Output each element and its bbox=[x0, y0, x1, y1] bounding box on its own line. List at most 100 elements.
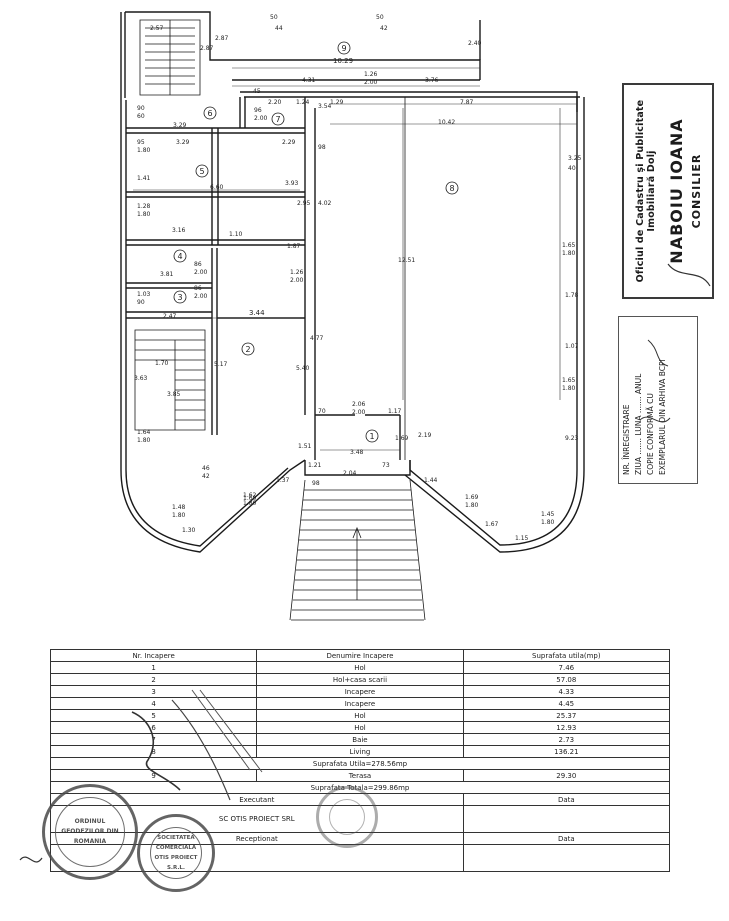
dim-label: 4.02 bbox=[318, 200, 332, 207]
dim-label: 6.60 bbox=[210, 184, 224, 191]
room-marker-8: 8 bbox=[445, 181, 459, 195]
dim-label: 1.70 bbox=[155, 360, 169, 367]
dim-label: 3.54 bbox=[318, 103, 332, 110]
opening-label: 1.80 bbox=[137, 147, 151, 154]
opening-label: 44 bbox=[275, 25, 283, 32]
dim-label: 2.19 bbox=[418, 432, 432, 439]
dim-label: 4.77 bbox=[310, 335, 324, 342]
dim-label: 3.76 bbox=[425, 77, 439, 84]
svg-text:4: 4 bbox=[177, 252, 182, 261]
opening-label: 1.80 bbox=[172, 512, 186, 519]
dim-label: 1.10 bbox=[229, 231, 243, 238]
opening-label: 42 bbox=[380, 25, 388, 32]
room-marker-4: 4 bbox=[173, 249, 187, 263]
room-marker-1: 1 bbox=[365, 429, 379, 443]
opening-label: 50 bbox=[270, 14, 278, 21]
svg-text:9: 9 bbox=[341, 44, 346, 53]
faded-seal-ring bbox=[329, 799, 365, 835]
opening-label: 86 bbox=[194, 285, 202, 292]
dim-label: 1.24 bbox=[296, 99, 310, 106]
room-marker-2: 2 bbox=[241, 342, 255, 356]
dim-label: 73 bbox=[382, 462, 390, 469]
dim-label: 1.41 bbox=[137, 175, 151, 182]
surveyor-seal-text: ORDINUL GEODEZILOR DIN ROMANIA bbox=[61, 818, 119, 845]
opening-label: 2.00 bbox=[364, 79, 378, 86]
dimension-labels: 2.57 2.87 2.87 10.29 2.40 4.31 3.76 7.87… bbox=[134, 25, 582, 542]
svg-text:8: 8 bbox=[449, 184, 454, 193]
plan-walls bbox=[120, 11, 585, 621]
faded-seal bbox=[316, 786, 378, 848]
dim-label: 1.07 bbox=[565, 343, 579, 350]
opening-label: 1.80 bbox=[137, 211, 151, 218]
opening-label: 46 bbox=[202, 465, 210, 472]
dim-label: 2.87 bbox=[200, 45, 214, 52]
dim-label: 3.44 bbox=[249, 309, 265, 317]
opening-label: 1.80 bbox=[562, 385, 576, 392]
dim-label: 10.29 bbox=[333, 57, 353, 65]
opening-label: 1.64 bbox=[137, 429, 151, 436]
dim-label: 4.31 bbox=[302, 77, 316, 84]
opening-label: 60 bbox=[137, 113, 145, 120]
dim-label: 1.15 bbox=[515, 535, 529, 542]
dim-label: 1.30 bbox=[182, 527, 196, 534]
dim-label: 2.29 bbox=[282, 139, 296, 146]
opening-label: 42 bbox=[202, 473, 210, 480]
dim-label: 3.85 bbox=[167, 391, 181, 398]
dim-label: 40 bbox=[568, 165, 576, 172]
room-marker-6: 6 bbox=[203, 106, 217, 120]
svg-text:2: 2 bbox=[245, 345, 250, 354]
cadastre-stamp: Oficiul de Cadastru şi Publicitate Imobi… bbox=[622, 83, 714, 299]
opening-label: 1.48 bbox=[172, 504, 186, 511]
table-row: 9 Terasa 29.30 bbox=[49, 769, 671, 782]
opening-label: 1.62 bbox=[243, 492, 257, 499]
opening-label: 90 bbox=[137, 299, 145, 306]
opening-label: 1.80 bbox=[541, 519, 555, 526]
opening-label: 2.00 bbox=[290, 277, 304, 284]
svg-text:6: 6 bbox=[207, 109, 212, 118]
dim-label: 3.16 bbox=[172, 227, 186, 234]
dim-label: 3.29 bbox=[173, 122, 187, 129]
dim-label: 2.87 bbox=[215, 35, 229, 42]
dim-label: 1.17 bbox=[388, 408, 402, 415]
opening-label: 1.69 bbox=[465, 494, 479, 501]
svg-text:5: 5 bbox=[199, 167, 204, 176]
company-seal: SOCIETATEA COMERCIALA OTIS PROIECT S.R.L… bbox=[137, 814, 215, 892]
opening-label: 1.28 bbox=[137, 203, 151, 210]
dim-label: 5.17 bbox=[214, 361, 228, 368]
opening-label: 1.65 bbox=[562, 377, 576, 384]
opening-label: 1.80 bbox=[243, 500, 257, 507]
opening-label: 2.06 bbox=[352, 401, 366, 408]
room-marker-5: 5 bbox=[195, 164, 209, 178]
company-seal-text: SOCIETATEA COMERCIALA OTIS PROIECT S.R.L… bbox=[154, 835, 198, 871]
svg-text:1: 1 bbox=[369, 432, 374, 441]
opening-label: 2.00 bbox=[254, 115, 268, 122]
dim-label: 1.21 bbox=[308, 462, 322, 469]
dim-label: 3.25 bbox=[568, 155, 582, 162]
dim-label: 3.48 bbox=[350, 449, 364, 456]
dim-label: 3.93 bbox=[285, 180, 299, 187]
opening-label: 86 bbox=[194, 261, 202, 268]
room-area-table: Nr. Incapere Denumire Incapere Suprafata… bbox=[49, 649, 671, 872]
receptionat-date-cell bbox=[462, 844, 671, 872]
dim-label: 3.81 bbox=[160, 271, 174, 278]
opening-label: 95 bbox=[137, 139, 145, 146]
opening-label: 90 bbox=[137, 105, 145, 112]
dim-label: 1.60 bbox=[243, 495, 257, 502]
opening-label: 1.45 bbox=[541, 511, 555, 518]
opening-label: 1.26 bbox=[290, 269, 304, 276]
company-seal-ring bbox=[150, 827, 202, 879]
opening-label: 1.65 bbox=[562, 242, 576, 249]
dim-label: 1.37 bbox=[276, 477, 290, 484]
opening-label: 50 bbox=[376, 14, 384, 21]
dim-label: 3.63 bbox=[134, 375, 148, 382]
dim-label: 2.57 bbox=[150, 25, 164, 32]
registration-stamp: NR. ÎNREGISTRARE ZIUA ....... LUNA .....… bbox=[618, 316, 698, 484]
dim-label: 10.42 bbox=[438, 119, 455, 126]
dim-label: 1.69 bbox=[395, 435, 409, 442]
dim-label: 5.40 bbox=[296, 365, 310, 372]
dim-label: 1.87 bbox=[287, 243, 301, 250]
dim-label: 12.51 bbox=[398, 257, 415, 264]
table-header-row: Nr. Incapere Denumire Incapere Suprafata… bbox=[49, 649, 671, 662]
surveyor-seal: ORDINUL GEODEZILOR DIN ROMANIA bbox=[42, 784, 138, 880]
